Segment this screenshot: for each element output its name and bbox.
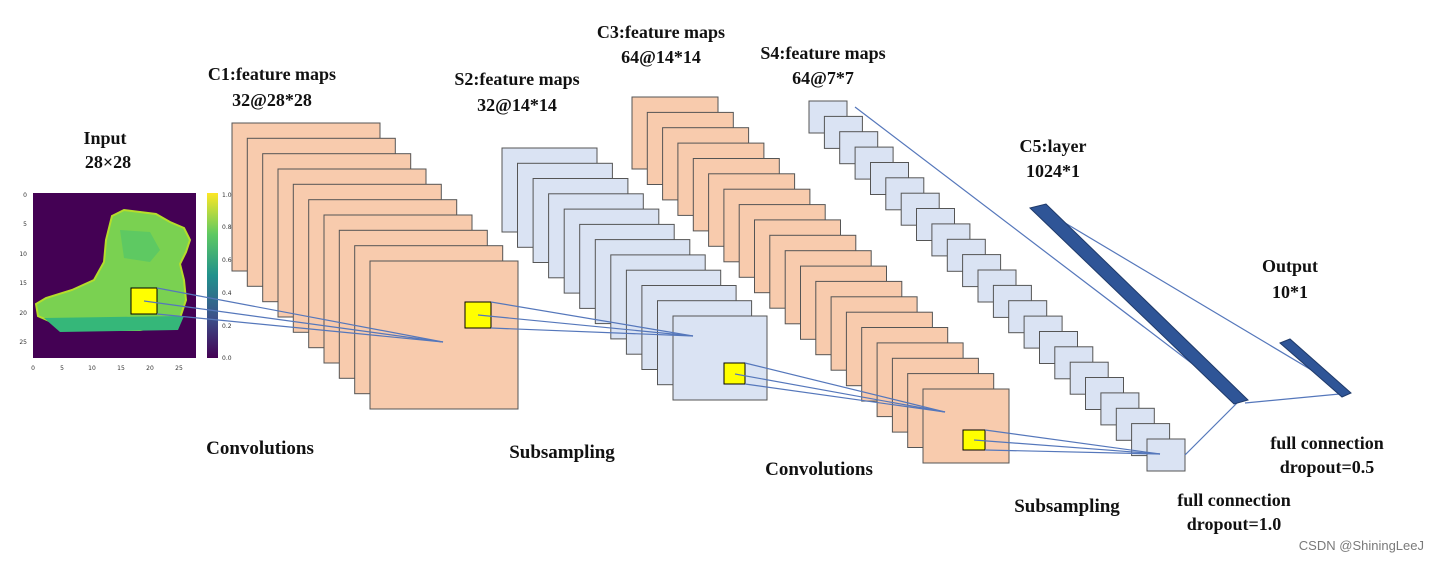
c3-feature-map-stack bbox=[631, 96, 1010, 464]
connection-lines bbox=[143, 106, 1351, 456]
connector-line bbox=[973, 439, 1161, 455]
connector-line bbox=[1039, 207, 1351, 394]
s2-feature-map bbox=[672, 315, 768, 401]
connector-line bbox=[854, 106, 1241, 401]
c3-size: 64@14*14 bbox=[621, 47, 701, 67]
connector-line bbox=[490, 301, 694, 337]
input-image: 0 5 10 15 20 25 0 5 10 15 20 25 1.0 0.8 … bbox=[19, 192, 231, 372]
watermark: CSDN @ShiningLeeJ bbox=[1299, 538, 1424, 553]
c5-dense-layer bbox=[1029, 203, 1249, 405]
fc2-title: full connection bbox=[1270, 433, 1384, 453]
input-title: Input bbox=[83, 128, 126, 148]
connector-line bbox=[156, 287, 444, 343]
c1-size: 32@28*28 bbox=[232, 90, 312, 110]
colorbar-tick: 0.4 bbox=[222, 290, 232, 297]
s2-kernel-window bbox=[723, 362, 746, 385]
connector-line bbox=[744, 383, 946, 413]
c5-size: 1024*1 bbox=[1026, 161, 1080, 181]
c3-title: C3:feature maps bbox=[597, 22, 725, 42]
s2-title: S2:feature maps bbox=[454, 69, 579, 89]
x-tick: 15 bbox=[117, 365, 125, 372]
op-subsampling-1: Subsampling bbox=[509, 442, 615, 463]
fc1-dropout: dropout=1.0 bbox=[1187, 514, 1281, 534]
s4-feature-map bbox=[1146, 438, 1186, 472]
connector-line bbox=[984, 449, 1161, 455]
connector-line bbox=[477, 314, 694, 337]
colorbar-tick: 0.2 bbox=[222, 323, 232, 330]
colorbar bbox=[207, 193, 218, 358]
x-tick: 5 bbox=[60, 365, 64, 372]
connector-line bbox=[744, 362, 946, 413]
colorbar-tick: 0.8 bbox=[222, 224, 232, 231]
output-title: Output bbox=[1262, 256, 1318, 276]
s2-size: 32@14*14 bbox=[477, 95, 557, 115]
s4-title: S4:feature maps bbox=[760, 43, 885, 63]
boot-shade bbox=[120, 230, 160, 262]
connector-line bbox=[734, 373, 946, 413]
output-dense-layer bbox=[1279, 338, 1352, 398]
connector-line bbox=[490, 327, 694, 337]
colorbar-tick: 0.0 bbox=[222, 355, 232, 362]
c3-feature-map bbox=[922, 388, 1010, 464]
colorbar-ticks: 1.0 0.8 0.6 0.4 0.2 0.0 bbox=[222, 192, 232, 362]
y-tick: 15 bbox=[19, 280, 27, 287]
s4-feature-map-stack bbox=[808, 100, 1186, 472]
op-convolutions-1: Convolutions bbox=[206, 438, 314, 459]
connector-line bbox=[143, 300, 444, 343]
input-x-ticks: 0 5 10 15 20 25 bbox=[31, 365, 183, 372]
c1-title: C1:feature maps bbox=[208, 64, 336, 84]
connector-line bbox=[984, 429, 1161, 455]
x-tick: 25 bbox=[175, 365, 183, 372]
output-size: 10*1 bbox=[1272, 282, 1308, 302]
y-tick: 0 bbox=[23, 192, 27, 199]
connector-line bbox=[1184, 399, 1241, 456]
s2-feature-map-stack bbox=[501, 147, 768, 401]
s4-size: 64@7*7 bbox=[792, 68, 854, 88]
connector-line bbox=[1244, 392, 1351, 404]
colorbar-tick: 0.6 bbox=[222, 257, 232, 264]
c5-title: C5:layer bbox=[1020, 136, 1087, 156]
y-tick: 25 bbox=[19, 339, 27, 346]
c1-feature-map-stack bbox=[231, 122, 519, 410]
op-subsampling-2: Subsampling bbox=[1014, 496, 1120, 517]
y-tick: 5 bbox=[23, 221, 27, 228]
connector-line bbox=[156, 313, 444, 343]
fc1-title: full connection bbox=[1177, 490, 1291, 510]
x-tick: 20 bbox=[146, 365, 154, 372]
input-size: 28×28 bbox=[85, 152, 131, 172]
x-tick: 0 bbox=[31, 365, 35, 372]
x-tick: 10 bbox=[88, 365, 96, 372]
y-tick: 20 bbox=[19, 310, 27, 317]
boot-sole bbox=[44, 316, 184, 332]
y-tick: 10 bbox=[19, 251, 27, 258]
op-convolutions-2: Convolutions bbox=[765, 459, 873, 480]
input-y-ticks: 0 5 10 15 20 25 bbox=[19, 192, 27, 346]
fc2-dropout: dropout=0.5 bbox=[1280, 457, 1374, 477]
colorbar-tick: 1.0 bbox=[222, 192, 232, 199]
